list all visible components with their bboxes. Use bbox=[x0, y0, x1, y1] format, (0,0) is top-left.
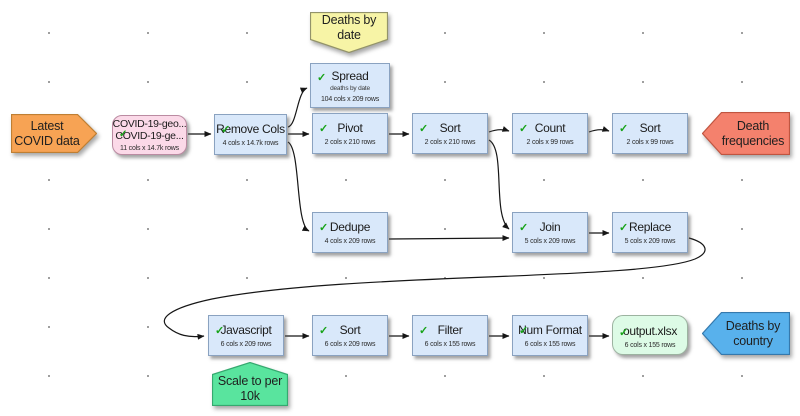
flag-label: Deaths by country bbox=[725, 318, 781, 348]
flag-polygon bbox=[212, 362, 288, 406]
check-icon: ✓ bbox=[519, 123, 529, 135]
note-deaths-by-date[interactable]: Deaths by date bbox=[310, 12, 388, 53]
node-output-xlsx[interactable]: ✓output.xlsx 6 cols x 155 rows bbox=[612, 315, 688, 355]
node-num-format[interactable]: ✓Num Format 6 cols x 155 rows bbox=[512, 315, 588, 356]
node-sort-2[interactable]: ✓ Sort 2 cols x 99 rows bbox=[612, 113, 688, 154]
node-title: output.xlsx bbox=[622, 324, 678, 338]
flag-death-frequencies[interactable]: Death frequencies bbox=[702, 112, 790, 155]
connection-remove-cols-to-dedupe bbox=[287, 141, 310, 232]
node-title: Dedupe bbox=[329, 220, 371, 234]
node-title: Sort bbox=[339, 323, 361, 337]
check-icon: ✓ bbox=[519, 222, 529, 234]
node-row-count: 104 cols x 209 rows bbox=[320, 96, 380, 103]
flag-deaths-by-country[interactable]: Deaths by country bbox=[702, 312, 790, 355]
check-icon: ✓ bbox=[221, 124, 231, 136]
note-scale-to-per-10k[interactable]: Scale to per 10k bbox=[212, 362, 288, 406]
check-icon: ✓ bbox=[215, 325, 225, 337]
flag-polygon bbox=[310, 12, 388, 53]
node-title: Spread bbox=[331, 69, 369, 83]
connection-dedupe-to-join bbox=[388, 235, 510, 242]
node-row-count: 11 cols x 14.7k rows bbox=[120, 145, 179, 152]
check-icon: ✓ bbox=[319, 123, 329, 135]
node-title: Javascript bbox=[220, 323, 272, 337]
node-row-count: 2 cols x 210 rows bbox=[424, 139, 476, 146]
node-title: Remove Cols bbox=[216, 122, 285, 136]
node-count[interactable]: ✓ Count 2 cols x 99 rows bbox=[512, 113, 588, 154]
node-row-count: 6 cols x 155 rows bbox=[524, 341, 576, 348]
node-row-count: 5 cols x 209 rows bbox=[524, 238, 576, 245]
check-icon: ✓ bbox=[317, 72, 327, 84]
flag-label: Latest COVID data bbox=[14, 118, 80, 148]
node-title: Pivot bbox=[337, 121, 363, 135]
flag-latest-covid-data[interactable]: Latest COVID data bbox=[11, 114, 97, 153]
node-filter[interactable]: ✓ Filter 6 cols x 155 rows bbox=[412, 315, 488, 356]
flag-label: Deaths by date bbox=[321, 12, 377, 42]
node-row-count: 6 cols x 209 rows bbox=[220, 341, 272, 348]
check-icon: ✓ bbox=[519, 325, 529, 337]
check-icon: ✓ bbox=[119, 129, 128, 140]
connection-remove-cols-to-spread bbox=[287, 87, 308, 128]
flag-shape bbox=[212, 362, 288, 406]
node-remove-cols[interactable]: ✓Remove Cols 4 cols x 14.7k rows bbox=[214, 114, 287, 155]
node-row-count: 2 cols x 99 rows bbox=[626, 139, 674, 146]
flag-shape bbox=[702, 112, 790, 155]
node-sort-1[interactable]: ✓ Sort 2 cols x 210 rows bbox=[412, 113, 488, 154]
check-icon: ✓ bbox=[319, 222, 329, 234]
node-row-count: 5 cols x 209 rows bbox=[624, 238, 676, 245]
check-icon: ✓ bbox=[619, 222, 629, 234]
node-title: Sort bbox=[639, 121, 661, 135]
flag-shape bbox=[11, 114, 97, 153]
node-join[interactable]: ✓ Join 5 cols x 209 rows bbox=[512, 212, 588, 253]
node-pivot[interactable]: ✓ Pivot 2 cols x 210 rows bbox=[312, 113, 388, 154]
node-sort-3[interactable]: ✓ Sort 6 cols x 209 rows bbox=[312, 315, 388, 356]
node-remark: deaths by date bbox=[330, 85, 370, 92]
node-row-count: 6 cols x 155 rows bbox=[424, 341, 476, 348]
node-row-count: 6 cols x 155 rows bbox=[624, 342, 676, 349]
node-dedupe[interactable]: ✓Dedupe 4 cols x 209 rows bbox=[312, 212, 388, 253]
check-icon: ✓ bbox=[619, 123, 629, 135]
node-title: Num Format bbox=[518, 323, 582, 337]
flag-shape bbox=[310, 12, 388, 53]
node-title: Filter bbox=[437, 323, 463, 337]
connection-sort-1-to-join bbox=[488, 139, 510, 230]
node-replace[interactable]: ✓Replace 5 cols x 209 rows bbox=[612, 212, 688, 253]
flag-polygon bbox=[702, 312, 790, 355]
node-row-count: 2 cols x 99 rows bbox=[526, 139, 574, 146]
connection-count-to-sort-2 bbox=[588, 126, 610, 133]
node-input-covid-files[interactable]: ✓COVID-19-geo...COVID-19-ge... 11 cols x … bbox=[112, 111, 187, 155]
flag-polygon bbox=[11, 114, 97, 153]
node-title: Replace bbox=[629, 220, 671, 234]
node-title: Sort bbox=[439, 121, 461, 135]
node-title: Join bbox=[539, 220, 561, 234]
connection-sort-1-to-count bbox=[488, 126, 510, 133]
check-icon: ✓ bbox=[419, 325, 429, 337]
node-row-count: 6 cols x 209 rows bbox=[324, 341, 376, 348]
check-icon: ✓ bbox=[619, 327, 629, 339]
flag-shape bbox=[702, 312, 790, 355]
node-row-count: 4 cols x 14.7k rows bbox=[222, 140, 279, 147]
flag-polygon bbox=[702, 112, 790, 155]
node-title: COVID-19-ge... bbox=[115, 129, 184, 142]
check-icon: ✓ bbox=[419, 123, 429, 135]
flag-label: Scale to per 10k bbox=[217, 373, 283, 403]
node-javascript[interactable]: ✓Javascript 6 cols x 209 rows bbox=[208, 315, 284, 356]
node-title: COVID-19-geo... bbox=[112, 118, 187, 130]
check-icon: ✓ bbox=[319, 325, 329, 337]
node-spread[interactable]: ✓ Spread deaths by date 104 cols x 209 rows bbox=[310, 63, 390, 108]
flag-label: Death frequencies bbox=[721, 118, 785, 148]
node-title: Count bbox=[534, 121, 566, 135]
node-row-count: 4 cols x 209 rows bbox=[324, 238, 376, 245]
node-row-count: 2 cols x 210 rows bbox=[324, 139, 376, 146]
